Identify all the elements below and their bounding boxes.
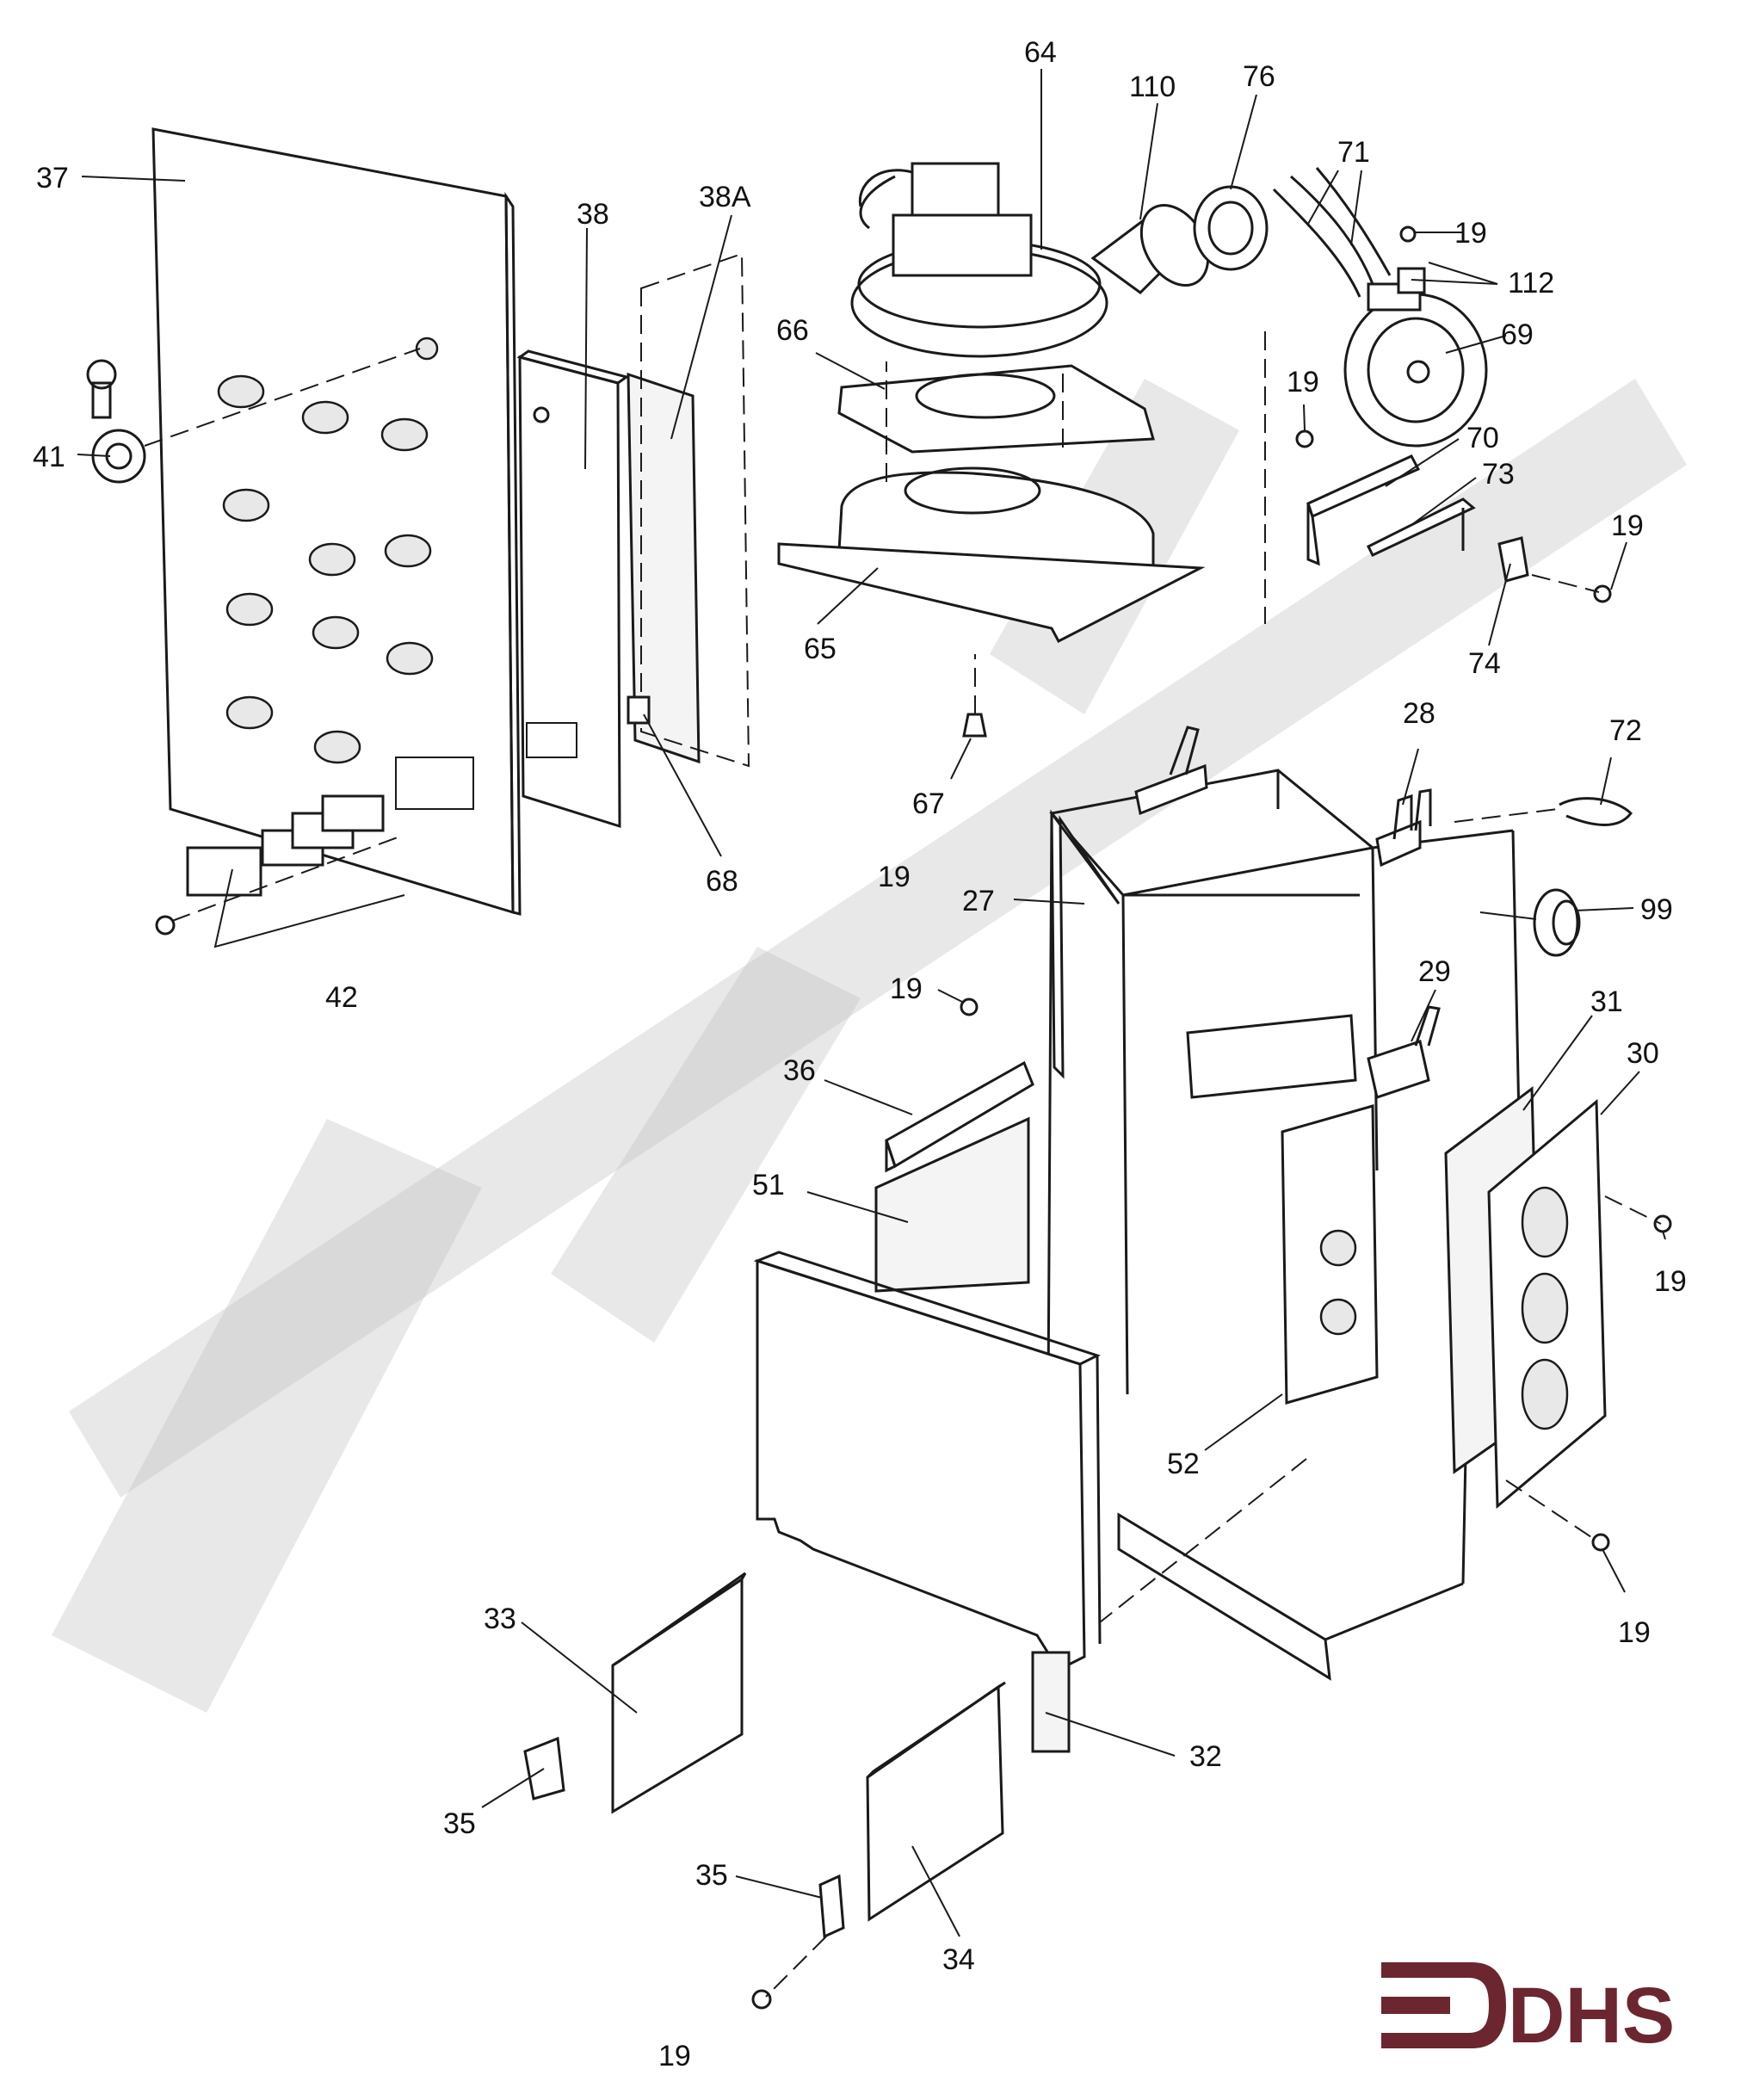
callout-38a: 38A <box>699 181 751 213</box>
screw-19 <box>1295 429 1314 448</box>
callout-38: 38 <box>577 198 609 231</box>
panel-52 <box>1281 1104 1379 1405</box>
hairpin-72 <box>1454 797 1633 826</box>
screw-19 <box>1399 225 1417 243</box>
callout-37: 37 <box>36 162 69 195</box>
callout-19-h: 19 <box>658 2040 691 2072</box>
screw-19 <box>533 406 550 423</box>
insulation-33 <box>611 1572 747 1814</box>
bracket-73 <box>1366 497 1476 557</box>
side-plate-30 <box>1487 1098 1607 1510</box>
pressure-tubes-71 <box>1272 167 1392 298</box>
insulation-panel-38a <box>627 372 701 764</box>
callout-52: 52 <box>1167 1448 1200 1480</box>
grommet-99 <box>1479 888 1581 957</box>
bracket-set-42 <box>155 794 405 936</box>
callout-30: 30 <box>1627 1037 1659 1070</box>
callout-labels: 37 38 38A 41 42 64 110 76 71 19 112 69 6… <box>33 36 1687 2072</box>
panel-51 <box>874 1116 1030 1293</box>
part-41 <box>86 348 421 484</box>
callout-64: 64 <box>1024 36 1057 69</box>
gasket-76 <box>1193 185 1269 271</box>
dhs-logo: DHS <box>1381 1962 1675 2060</box>
callout-32: 32 <box>1189 1740 1222 1773</box>
heat-exchanger-front-panel <box>753 1251 1102 1671</box>
arrow-icon <box>1381 1962 1506 2048</box>
bracket-on-top <box>1134 726 1208 816</box>
callout-66: 66 <box>776 314 809 347</box>
callout-69: 69 <box>1501 318 1534 351</box>
callout-19-d: 19 <box>878 861 911 893</box>
callout-76: 76 <box>1243 60 1275 93</box>
callout-110: 110 <box>1129 71 1176 103</box>
combustion-blower <box>850 162 1108 358</box>
callout-27: 27 <box>962 885 995 917</box>
callout-29: 29 <box>1418 955 1451 988</box>
callout-35-b: 35 <box>695 1859 728 1892</box>
callout-19-c: 19 <box>1611 510 1644 542</box>
callout-99: 99 <box>1640 893 1673 926</box>
insulation-34 <box>866 1681 1006 1922</box>
callout-65: 65 <box>804 633 837 665</box>
flue-collector-65 <box>777 466 1206 644</box>
callout-70: 70 <box>1466 422 1499 454</box>
callout-34: 34 <box>942 1943 975 1976</box>
clip-74 <box>1497 536 1612 603</box>
bracket-70 <box>1306 454 1421 566</box>
callout-71: 71 <box>1337 136 1370 169</box>
front-cover-panel <box>151 127 522 916</box>
callout-31: 31 <box>1590 985 1623 1018</box>
pressure-switch-69 <box>1343 267 1488 448</box>
callout-68: 68 <box>706 865 738 898</box>
screw-19 <box>960 998 979 1016</box>
callout-112: 112 <box>1508 267 1554 300</box>
callout-33: 33 <box>484 1603 516 1635</box>
callout-41: 41 <box>33 441 65 473</box>
callout-72: 72 <box>1609 714 1642 747</box>
blower-outlet-110 <box>1090 203 1210 294</box>
main-cabinet-27 <box>1046 769 1521 1681</box>
callout-73: 73 <box>1482 458 1515 491</box>
clip-35-upper <box>523 1736 565 1800</box>
callout-19-f: 19 <box>1654 1265 1687 1298</box>
callout-36: 36 <box>783 1054 816 1087</box>
callout-19-e: 19 <box>890 973 923 1005</box>
callout-19-a: 19 <box>1454 217 1487 250</box>
callout-35-a: 35 <box>443 1807 476 1840</box>
channel-36 <box>885 1060 1034 1173</box>
callout-19-b: 19 <box>1287 366 1319 398</box>
insulation-32 <box>1031 1651 1071 1753</box>
callout-51: 51 <box>752 1169 785 1201</box>
clip-35-lower <box>751 1874 845 2010</box>
callout-19-g: 19 <box>1618 1616 1651 1649</box>
blower-gasket-66 <box>837 364 1155 454</box>
logo-text: DHS <box>1508 1972 1675 2060</box>
leader-lines <box>77 69 1666 1937</box>
callout-67: 67 <box>912 788 945 820</box>
callout-28: 28 <box>1403 697 1435 730</box>
inner-panel <box>516 349 630 829</box>
screw-67 <box>962 654 987 738</box>
callout-42: 42 <box>325 981 358 1014</box>
bracket-29 <box>1367 1005 1441 1099</box>
callout-74: 74 <box>1468 647 1501 680</box>
